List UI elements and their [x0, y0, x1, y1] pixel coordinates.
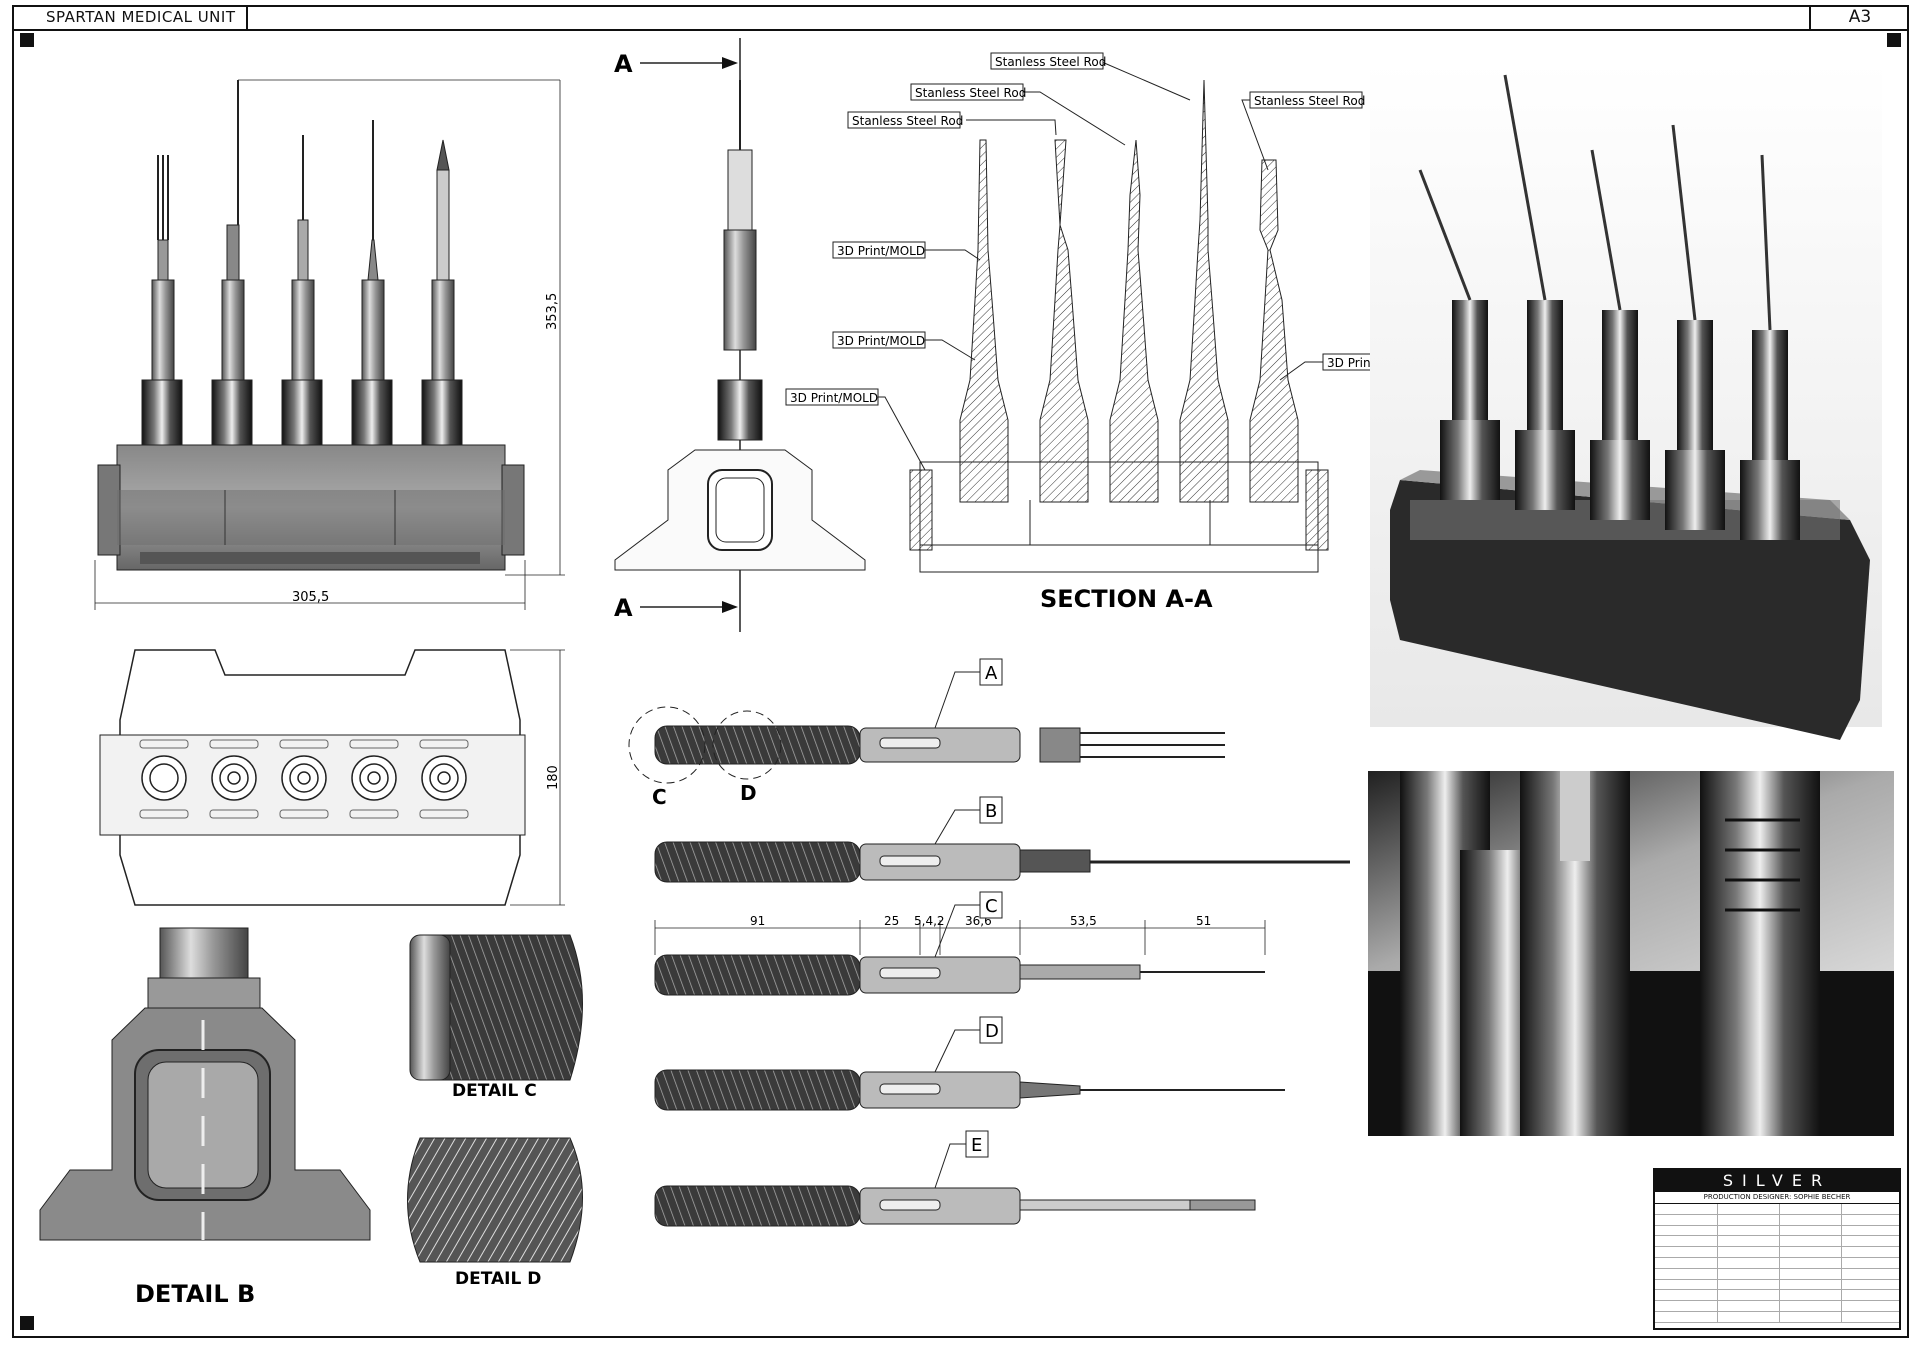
detail-c-label: DETAIL C [452, 1081, 537, 1101]
header-bar: SPARTAN MEDICAL UNIT A3 [12, 5, 1909, 31]
corner-mark-tr [1887, 33, 1901, 47]
dim-tool-3: 5,4,2 [914, 914, 945, 928]
tool-label-b: B [985, 801, 997, 822]
tool-a [628, 706, 1225, 784]
dim-height-label: 353,5 [545, 293, 560, 330]
dim-top-height-label: 180 [546, 765, 561, 790]
tool-c: 91 25 5,4,2 36,6 53,5 51 [654, 914, 1266, 996]
title-block-grid [1655, 1204, 1899, 1323]
tool-label-d: D [985, 1021, 999, 1042]
drawing-title: SPARTAN MEDICAL UNIT [12, 5, 248, 29]
front-view: 305,5 353,5 [94, 79, 565, 610]
detail-b: DETAIL B [39, 927, 371, 1308]
section-arrow-label-bottom: A [614, 594, 633, 622]
detail-circle-c-label: C [652, 785, 667, 809]
detail-c: DETAIL C [409, 934, 583, 1101]
callout-rod-2: Stanless Steel Rod [915, 86, 1026, 100]
tool-letter-callouts: A B C D E [965, 658, 1003, 1158]
dim-tool-5: 53,5 [1070, 914, 1097, 928]
callout-print-3: 3D Print/MOLD [790, 391, 878, 405]
detail-b-label: DETAIL B [135, 1280, 255, 1308]
drawing-frame [12, 5, 1909, 1338]
dim-tool-1: 91 [750, 914, 765, 928]
tool-label-a: A [985, 663, 998, 684]
callout-rod-3: Stanless Steel Rod [852, 114, 963, 128]
tool-label-e: E [971, 1135, 982, 1156]
top-view: 180 [99, 649, 565, 906]
section-title: SECTION A-A [1040, 585, 1213, 613]
render-closeup [1368, 771, 1894, 1136]
dim-width-label: 305,5 [292, 590, 329, 605]
callout-rod-4: Stanless Steel Rod [1254, 94, 1365, 108]
corner-mark-bl [20, 1316, 34, 1330]
section-a-a: Stanless Steel Rod Stanless Steel Rod St… [785, 52, 1416, 613]
dim-tool-2: 25 [884, 914, 899, 928]
title-block: SILVER PRODUCTION DESIGNER: SOPHIE BECHE… [1653, 1168, 1901, 1330]
dim-tool-6: 51 [1196, 914, 1211, 928]
side-view: A A [614, 38, 866, 632]
title-block-brand: SILVER [1655, 1170, 1899, 1192]
corner-mark-tl [20, 33, 34, 47]
title-block-designer: PRODUCTION DESIGNER: SOPHIE BECHER [1655, 1192, 1899, 1204]
callout-print-1: 3D Print/MOLD [837, 244, 925, 258]
callout-rod-1: Stanless Steel Rod [995, 55, 1106, 69]
render-stand [1370, 62, 1882, 740]
front-tools [141, 80, 463, 446]
tool-elevations: 91 25 5,4,2 36,6 53,5 51 [628, 658, 1350, 1227]
tool-d [654, 1069, 1285, 1111]
tool-label-c: C [985, 896, 998, 917]
tool-e [654, 1185, 1256, 1227]
callout-print-2: 3D Print/MOLD [837, 334, 925, 348]
section-callouts: Stanless Steel Rod Stanless Steel Rod St… [785, 52, 1416, 406]
detail-circle-d-label: D [740, 781, 757, 805]
section-arrow-label-top: A [614, 50, 633, 78]
detail-d: DETAIL D [407, 1137, 583, 1289]
sheet-size: A3 [1809, 5, 1909, 29]
tool-b [654, 841, 1350, 883]
detail-d-label: DETAIL D [455, 1269, 541, 1289]
